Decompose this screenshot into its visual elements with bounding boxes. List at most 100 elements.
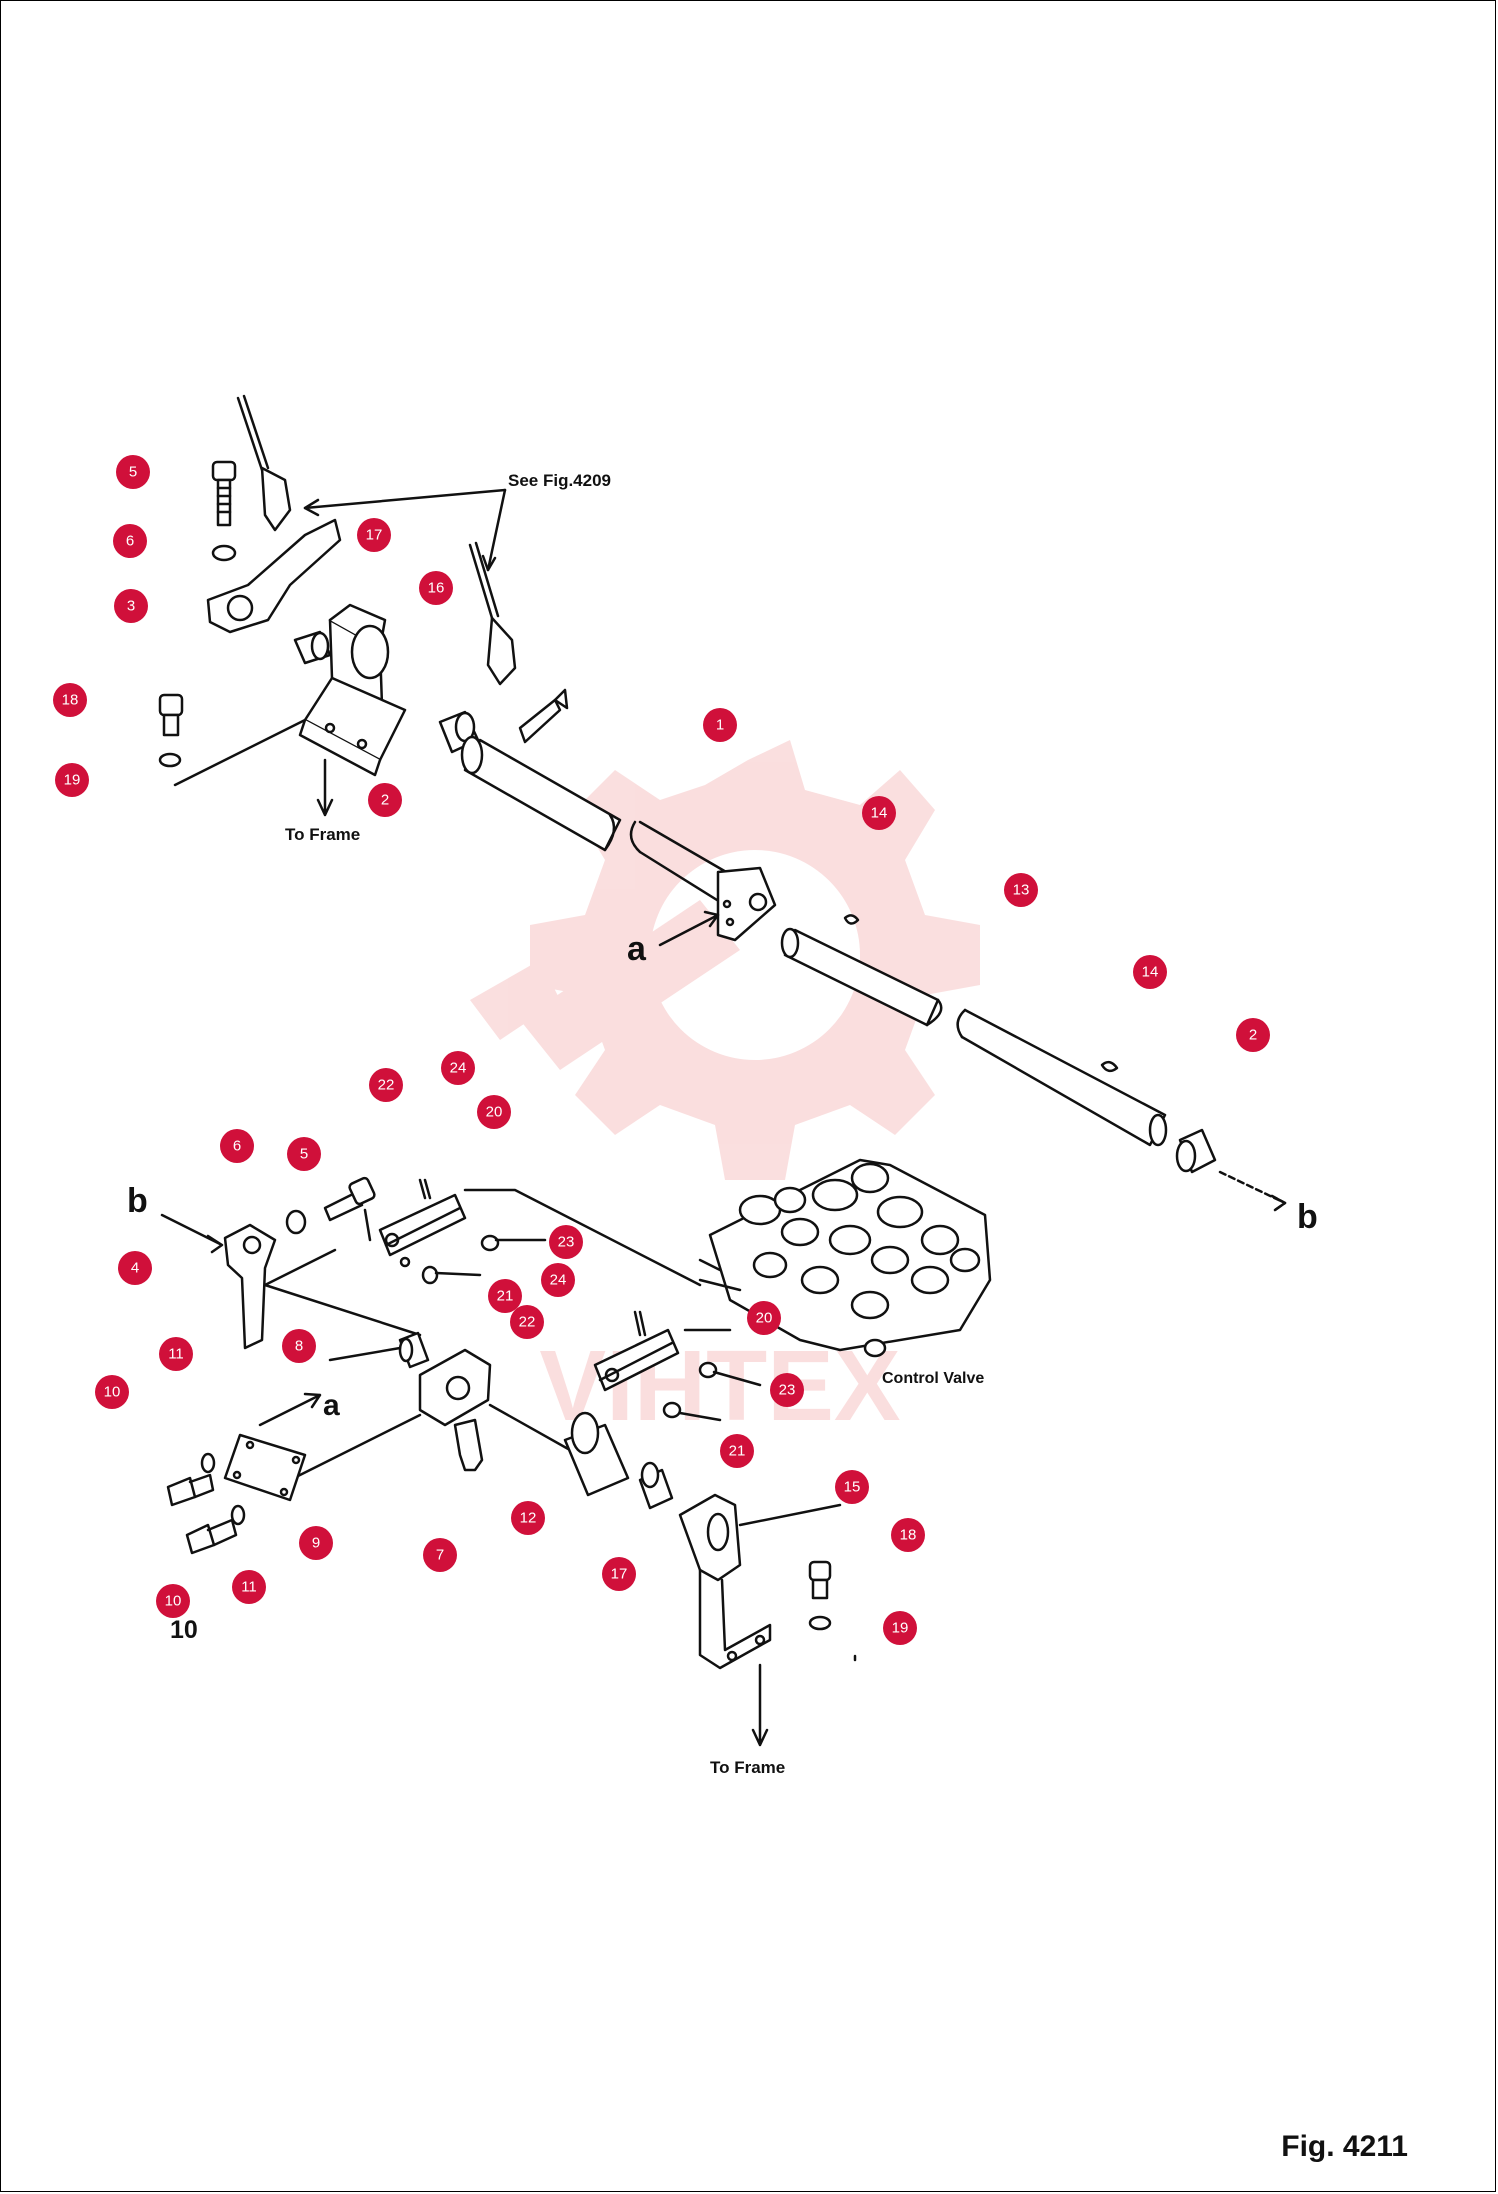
callout-number: 23 bbox=[779, 1382, 796, 1399]
pin-21-lower bbox=[662, 1401, 722, 1422]
callout-16[interactable]: 16 bbox=[419, 571, 453, 605]
callout-3[interactable]: 3 bbox=[114, 589, 148, 623]
callout-number: 4 bbox=[131, 1260, 139, 1277]
control-valve-label: Control Valve bbox=[882, 1370, 984, 1387]
callout-6[interactable]: 6 bbox=[220, 1129, 254, 1163]
callout-10[interactable]: 10 bbox=[95, 1375, 129, 1409]
callout-8[interactable]: 8 bbox=[282, 1329, 316, 1363]
callout-marker[interactable] bbox=[220, 1129, 254, 1163]
callout-marker[interactable] bbox=[95, 1375, 129, 1409]
callout-marker[interactable] bbox=[53, 683, 87, 717]
washer-19-lower bbox=[808, 1615, 832, 1631]
callout-19[interactable]: 19 bbox=[55, 763, 89, 797]
callout-number: 19 bbox=[64, 772, 81, 789]
callout-marker[interactable] bbox=[159, 1337, 193, 1371]
clevis-upper bbox=[363, 1178, 467, 1268]
callout-13[interactable]: 13 bbox=[1004, 873, 1038, 907]
callout-marker[interactable] bbox=[541, 1263, 575, 1297]
callout-1[interactable]: 1 bbox=[703, 708, 737, 742]
callout-11[interactable]: 11 bbox=[232, 1570, 266, 1604]
callout-12[interactable]: 12 bbox=[511, 1501, 545, 1535]
pin-14-upper bbox=[843, 914, 860, 925]
callout-marker[interactable] bbox=[770, 1373, 804, 1407]
shaft-1 bbox=[460, 688, 777, 942]
callout-2[interactable]: 2 bbox=[1236, 1018, 1270, 1052]
callout-marker[interactable] bbox=[720, 1434, 754, 1468]
callout-22[interactable]: 22 bbox=[510, 1305, 544, 1339]
callout-6[interactable]: 6 bbox=[113, 524, 147, 558]
callout-23[interactable]: 23 bbox=[770, 1373, 804, 1407]
callout-4[interactable]: 4 bbox=[118, 1251, 152, 1285]
upper-cable-left bbox=[236, 396, 264, 472]
callout-marker[interactable] bbox=[1236, 1018, 1270, 1052]
callout-21[interactable]: 21 bbox=[720, 1434, 754, 1468]
callout-18[interactable]: 18 bbox=[891, 1518, 925, 1552]
callout-marker[interactable] bbox=[747, 1301, 781, 1335]
callout-number: 11 bbox=[241, 1579, 257, 1596]
callout-22[interactable]: 22 bbox=[369, 1068, 403, 1102]
ref-a-lower: a bbox=[323, 1389, 340, 1422]
callout-24[interactable]: 24 bbox=[441, 1051, 475, 1085]
callout-marker[interactable] bbox=[369, 1068, 403, 1102]
callout-17[interactable]: 17 bbox=[602, 1557, 636, 1591]
callout-19[interactable]: 19 bbox=[883, 1611, 917, 1645]
callout-marker[interactable] bbox=[441, 1051, 475, 1085]
callout-marker[interactable] bbox=[510, 1305, 544, 1339]
pin-21-upper bbox=[421, 1265, 482, 1285]
to-frame-arrow-lower bbox=[751, 1663, 769, 1747]
callout-marker[interactable] bbox=[883, 1611, 917, 1645]
callout-marker[interactable] bbox=[891, 1518, 925, 1552]
callout-marker[interactable] bbox=[118, 1251, 152, 1285]
callout-number: 5 bbox=[300, 1146, 308, 1163]
callout-number: 3 bbox=[127, 598, 135, 615]
figure-caption: Fig. 4211 bbox=[1281, 2130, 1408, 2163]
callout-14[interactable]: 14 bbox=[862, 796, 896, 830]
callout-marker[interactable] bbox=[113, 524, 147, 558]
callout-18[interactable]: 18 bbox=[53, 683, 87, 717]
callout-marker[interactable] bbox=[368, 783, 402, 817]
callout-15[interactable]: 15 bbox=[835, 1470, 869, 1504]
callout-marker[interactable] bbox=[287, 1137, 321, 1171]
callout-marker[interactable] bbox=[232, 1570, 266, 1604]
callout-marker[interactable] bbox=[55, 763, 89, 797]
callout-number: 16 bbox=[428, 580, 445, 597]
callout-24[interactable]: 24 bbox=[541, 1263, 575, 1297]
callout-number: 21 bbox=[497, 1288, 514, 1305]
callout-21[interactable]: 21 bbox=[488, 1279, 522, 1313]
callout-5[interactable]: 5 bbox=[287, 1137, 321, 1171]
callout-marker[interactable] bbox=[1133, 955, 1167, 989]
callout-20[interactable]: 20 bbox=[477, 1095, 511, 1129]
callout-number: 24 bbox=[550, 1272, 567, 1289]
callout-marker[interactable] bbox=[488, 1279, 522, 1313]
callout-14[interactable]: 14 bbox=[1133, 955, 1167, 989]
callout-7[interactable]: 7 bbox=[423, 1538, 457, 1572]
callout-marker[interactable] bbox=[477, 1095, 511, 1129]
callout-marker[interactable] bbox=[1004, 873, 1038, 907]
callout-17[interactable]: 17 bbox=[357, 518, 391, 552]
callout-marker[interactable] bbox=[357, 518, 391, 552]
callout-marker[interactable] bbox=[423, 1538, 457, 1572]
callout-marker[interactable] bbox=[835, 1470, 869, 1504]
callout-marker[interactable] bbox=[602, 1557, 636, 1591]
callout-marker[interactable] bbox=[419, 571, 453, 605]
callout-20[interactable]: 20 bbox=[747, 1301, 781, 1335]
callout-marker[interactable] bbox=[299, 1526, 333, 1560]
callout-2[interactable]: 2 bbox=[368, 783, 402, 817]
callout-marker[interactable] bbox=[703, 708, 737, 742]
callout-23[interactable]: 23 bbox=[549, 1225, 583, 1259]
callout-10[interactable]: 10 bbox=[156, 1584, 190, 1618]
callout-marker[interactable] bbox=[282, 1329, 316, 1363]
callout-9[interactable]: 9 bbox=[299, 1526, 333, 1560]
callout-number: 6 bbox=[126, 533, 134, 550]
callout-marker[interactable] bbox=[114, 589, 148, 623]
to-frame-arrow-upper bbox=[316, 758, 334, 817]
callout-marker[interactable] bbox=[156, 1584, 190, 1618]
callout-number: 12 bbox=[520, 1510, 537, 1527]
callout-5[interactable]: 5 bbox=[116, 455, 150, 489]
callout-marker[interactable] bbox=[116, 455, 150, 489]
callout-marker[interactable] bbox=[549, 1225, 583, 1259]
callout-marker[interactable] bbox=[862, 796, 896, 830]
callout-11[interactable]: 11 bbox=[159, 1337, 193, 1371]
callout-marker[interactable] bbox=[511, 1501, 545, 1535]
callout-number: 14 bbox=[1142, 964, 1159, 981]
